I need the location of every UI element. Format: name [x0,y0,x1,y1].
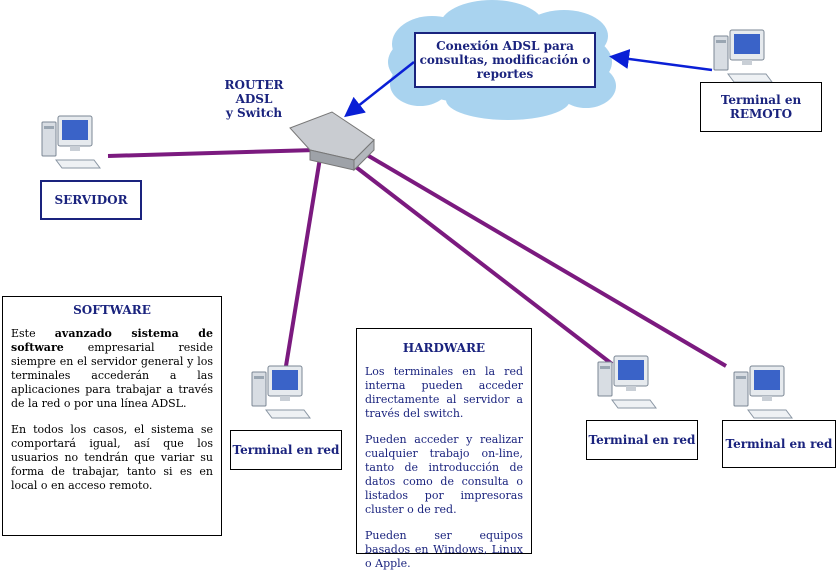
link-server-router [107,148,317,158]
software-paragraph-1: Este avanzado sistema de software empres… [11,327,213,411]
link-router-terminal-3 [360,150,728,368]
server-label-text: SERVIDOR [54,193,128,207]
terminal-label-text-1: Terminal en red [232,443,340,457]
terminal-label-text-3: Terminal en red [725,437,833,451]
hardware-panel: HARDWARE Los terminales en la red intern… [356,328,532,570]
router-label-line-1: ROUTER [224,78,284,92]
remote-terminal-text: Terminal en REMOTO [720,93,802,121]
software-p1-bold: avanzado sistema de software [11,327,213,354]
adsl-connection-text: Conexión ADSL para consultas, modificaci… [419,39,591,81]
hardware-paragraph-2: Pueden acceder y realizar cualquier trab… [365,433,523,516]
terminal-label-1: Terminal en red [230,430,342,470]
hardware-body: Los terminales en la red interna pueden … [357,365,531,571]
software-paragraph-2: En todos los casos, el sistema se compor… [11,423,213,492]
router-label: ROUTER ADSL y Switch [212,78,296,120]
software-body: Este avanzado sistema de software empres… [3,327,221,493]
server-computer-icon [41,115,101,169]
terminal-computer-icon-2 [597,355,657,409]
software-p1-pre: Este [11,327,55,340]
software-p1-post: empresarial reside siempre en el servido… [11,341,213,410]
hardware-paragraph-1: Los terminales en la red interna pueden … [365,365,523,420]
hardware-title: HARDWARE [402,341,486,355]
software-panel: SOFTWARE Este avanzado sistema de softwa… [2,296,222,536]
server-label: SERVIDOR [40,180,142,220]
arrow-cloud-router [344,61,415,118]
software-title: SOFTWARE [73,303,151,317]
terminal-label-3: Terminal en red [722,420,836,468]
terminal-label-text-2: Terminal en red [588,433,696,447]
hardware-paragraph-3: Pueden ser equipos basados en Windows, L… [365,529,523,570]
terminal-label-2: Terminal en red [586,420,698,460]
link-router-terminal-2 [350,162,614,366]
router-label-line-3: y Switch [225,106,283,120]
terminal-computer-icon-3 [733,365,793,419]
arrow-remote-cloud [609,49,713,72]
remote-terminal-label: Terminal en REMOTO [700,82,822,132]
terminal-computer-icon-1 [251,365,311,419]
link-router-terminal-1 [284,157,322,367]
router-icon [289,111,375,172]
adsl-connection-label: Conexión ADSL para consultas, modificaci… [414,32,596,88]
remote-computer-icon [713,29,773,83]
router-label-line-2: ADSL [235,92,273,106]
